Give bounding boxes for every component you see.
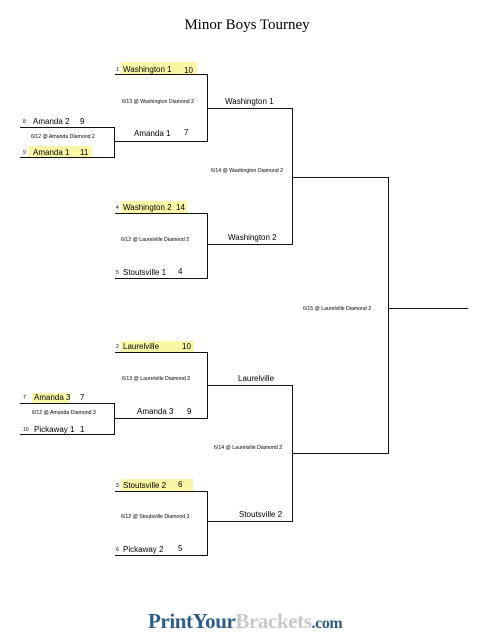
team-name: Washington 1 [123,65,172,74]
brand-logo-part: .com [311,615,343,632]
game-info: 6/12 @ Amanda Diamond 2 [31,134,95,140]
bracket-line [20,434,114,435]
team-name: Amanda 1 [33,148,70,157]
bracket-line [115,555,207,556]
bracket-line [292,108,293,245]
bracket-line [20,403,114,404]
bracket-line [20,157,114,158]
game-info: 6/12 @ Amanda Diamond 3 [32,410,96,416]
bracket-line [207,491,208,556]
team-name: Pickaway 1 [34,425,75,434]
winner-highlight [121,201,187,213]
game-info: 6/13 @ Laurelville Diamond 2 [122,376,191,382]
bracket-line [115,278,207,279]
game-info: 6/15 @ Laurelville Diamond 2 [303,306,372,312]
winner-highlight [32,393,70,403]
game-info: 6/14 @ Laurelville Diamond 2 [214,445,283,451]
team-score: 14 [176,203,185,212]
bracket-line [115,74,207,75]
page-title: Minor Boys Tourney [184,17,310,33]
bracket-line [388,177,389,454]
team-name: Pickaway 2 [123,545,164,554]
bracket-line [207,521,292,522]
seed-number: 8 [23,119,26,125]
seed-number: 1 [116,67,119,73]
bracket-line [207,244,292,245]
team-name: Washington 2 [228,233,277,242]
team-name: Washington 1 [225,97,274,106]
winner-highlight [29,146,92,157]
team-name: Stoutsville 2 [123,481,167,490]
brand-logo-part: Brackets [235,609,312,633]
seed-number: 9 [23,150,26,156]
team-score: 1 [80,425,85,434]
seed-number: 10 [23,427,29,433]
bracket-line [114,403,115,435]
bracket-line [292,453,388,454]
seed-number: 2 [116,344,119,350]
team-score: 10 [182,342,191,351]
team-name: Stoutsville 2 [239,510,283,519]
bracket-line [20,127,114,128]
game-info: 6/12 @ Stoutsville Diamond 3 [121,514,190,520]
seed-number: 4 [116,205,119,211]
team-score: 5 [178,544,183,553]
bracket-line [292,177,388,178]
game-info: 6/12 @ Laurelville Diamond 2 [121,237,190,243]
bracket-line [207,213,208,279]
bracket-line [114,127,115,158]
team-score: 11 [80,148,89,157]
winner-highlight [121,341,194,352]
team-score: 7 [184,128,189,137]
bracket-line [115,141,207,142]
bracket-line [115,418,207,419]
seed-number: 7 [23,395,26,401]
team-name: Amanda 3 [137,407,174,416]
team-name: Amanda 1 [134,129,171,138]
bracket-line [207,108,292,109]
bracket-line [207,385,292,386]
game-info: 6/13 @ Washington Diamond 2 [122,99,194,105]
seed-number: 6 [116,547,119,553]
bracket-line [115,213,207,214]
brand-logo-part: PrintYour [148,609,236,633]
team-score: 4 [178,267,183,276]
team-score: 10 [184,66,193,75]
team-name: Laurelville [123,342,160,351]
team-score: 6 [178,480,183,489]
bracket-line [115,352,207,353]
team-name: Amanda 2 [33,117,70,126]
brand-logo[interactable]: PrintYourBrackets.com [148,609,343,634]
team-name: Washington 2 [123,203,172,212]
team-name: Stoutsville 1 [123,268,167,277]
team-name: Laurelville [238,374,275,383]
team-score: 9 [187,407,192,416]
team-name: Amanda 3 [34,393,71,402]
winner-highlight [121,62,197,74]
champion-line [388,308,468,309]
seed-number: 3 [116,483,119,489]
team-score: 9 [80,117,85,126]
game-info: 6/14 @ Washington Diamond 2 [211,168,283,174]
winner-highlight [121,479,193,491]
team-score: 7 [80,393,85,402]
bracket-line [115,491,207,492]
seed-number: 5 [116,270,119,276]
